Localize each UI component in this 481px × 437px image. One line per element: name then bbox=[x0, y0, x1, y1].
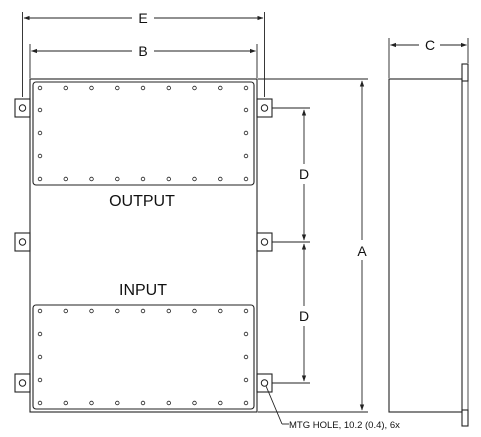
cover-plates bbox=[32, 81, 255, 410]
dimension-d-top-label: D bbox=[299, 166, 309, 182]
side-tab-bottom bbox=[461, 409, 469, 427]
cover-bolt bbox=[243, 130, 249, 136]
dimension-c bbox=[388, 38, 469, 78]
cover-bolt bbox=[218, 85, 223, 91]
dimension-a bbox=[258, 78, 368, 413]
cover-bolt bbox=[166, 85, 171, 91]
cover-bolt bbox=[63, 400, 68, 406]
mtg-hole-note: MTG HOLE, 10.2 (0.4), 6x bbox=[289, 420, 400, 431]
side-view bbox=[388, 63, 469, 427]
cover-bolt bbox=[89, 308, 94, 314]
cover-bolt bbox=[37, 331, 43, 337]
cover-bolt bbox=[192, 400, 197, 406]
enclosure-body bbox=[29, 78, 258, 413]
cover-bolt bbox=[115, 400, 120, 406]
cover-bolt bbox=[37, 377, 43, 383]
output-cover-plate bbox=[32, 81, 255, 186]
side-view-body bbox=[388, 78, 463, 413]
dimension-d-bottom-label: D bbox=[299, 308, 309, 324]
dimension-e-label: E bbox=[138, 10, 147, 26]
mounting-hole bbox=[18, 238, 27, 246]
cover-bolts bbox=[37, 85, 249, 406]
cover-bolt bbox=[89, 176, 94, 182]
mounting-hole bbox=[18, 379, 27, 387]
cover-bolt bbox=[243, 153, 249, 159]
mounting-hole bbox=[260, 104, 269, 112]
output-label: OUTPUT bbox=[109, 193, 175, 210]
mounting-tab-right-middle bbox=[256, 232, 273, 252]
cover-bolt bbox=[37, 107, 43, 113]
cover-bolt bbox=[37, 153, 43, 159]
cover-bolt bbox=[140, 176, 146, 182]
cover-bolt bbox=[140, 400, 146, 406]
cover-bolt bbox=[192, 308, 197, 314]
cover-bolt bbox=[243, 354, 249, 360]
mounting-tab-right-top bbox=[256, 98, 273, 118]
mtg-hole-leader bbox=[265, 385, 289, 425]
cover-bolt bbox=[218, 400, 223, 406]
cover-bolt bbox=[166, 400, 171, 406]
cover-bolt bbox=[192, 85, 197, 91]
dimension-b bbox=[29, 44, 258, 78]
cover-bolt bbox=[218, 176, 223, 182]
cover-bolt bbox=[243, 176, 249, 182]
cover-bolt bbox=[115, 85, 120, 91]
cover-bolt bbox=[243, 377, 249, 383]
cover-bolt bbox=[89, 400, 94, 406]
side-tab-top bbox=[461, 63, 469, 82]
cover-bolt bbox=[63, 176, 68, 182]
cover-bolt bbox=[166, 176, 171, 182]
dimension-c-label: C bbox=[425, 37, 435, 53]
mounting-tab-left-middle bbox=[14, 232, 31, 252]
cover-bolt bbox=[243, 107, 249, 113]
input-cover-plate bbox=[32, 304, 255, 410]
cover-bolt bbox=[166, 308, 171, 314]
mounting-hole bbox=[18, 104, 27, 112]
cover-bolt bbox=[140, 85, 146, 91]
mounting-hole bbox=[260, 379, 269, 387]
mounting-holes bbox=[18, 104, 269, 387]
cover-bolt bbox=[140, 308, 146, 314]
cover-bolt bbox=[37, 308, 43, 314]
cover-bolt bbox=[115, 308, 120, 314]
cover-bolt bbox=[37, 85, 43, 91]
cover-bolt bbox=[89, 85, 94, 91]
cover-bolt bbox=[37, 176, 43, 182]
cover-bolt bbox=[243, 85, 249, 91]
dimension-d bbox=[272, 107, 310, 384]
cover-bolt bbox=[63, 85, 68, 91]
cover-bolt bbox=[63, 308, 68, 314]
front-view bbox=[14, 78, 273, 413]
cover-bolt bbox=[243, 331, 249, 337]
cover-bolt bbox=[37, 130, 43, 136]
dimension-e bbox=[22, 12, 265, 97]
mounting-hole bbox=[260, 238, 269, 246]
input-label: INPUT bbox=[119, 282, 167, 299]
cover-bolt bbox=[115, 176, 120, 182]
dimension-a-label: A bbox=[357, 243, 367, 259]
cover-bolt bbox=[37, 354, 43, 360]
mounting-tab-left-bottom bbox=[14, 373, 31, 393]
cover-bolt bbox=[243, 400, 249, 406]
cover-bolt bbox=[37, 400, 43, 406]
mounting-tab-left-top bbox=[14, 98, 31, 118]
dimension-b-label: B bbox=[138, 43, 147, 59]
mounting-tab-right-bottom bbox=[256, 373, 273, 393]
cover-bolt bbox=[218, 308, 223, 314]
cover-bolt bbox=[192, 176, 197, 182]
cover-bolt bbox=[243, 308, 249, 314]
